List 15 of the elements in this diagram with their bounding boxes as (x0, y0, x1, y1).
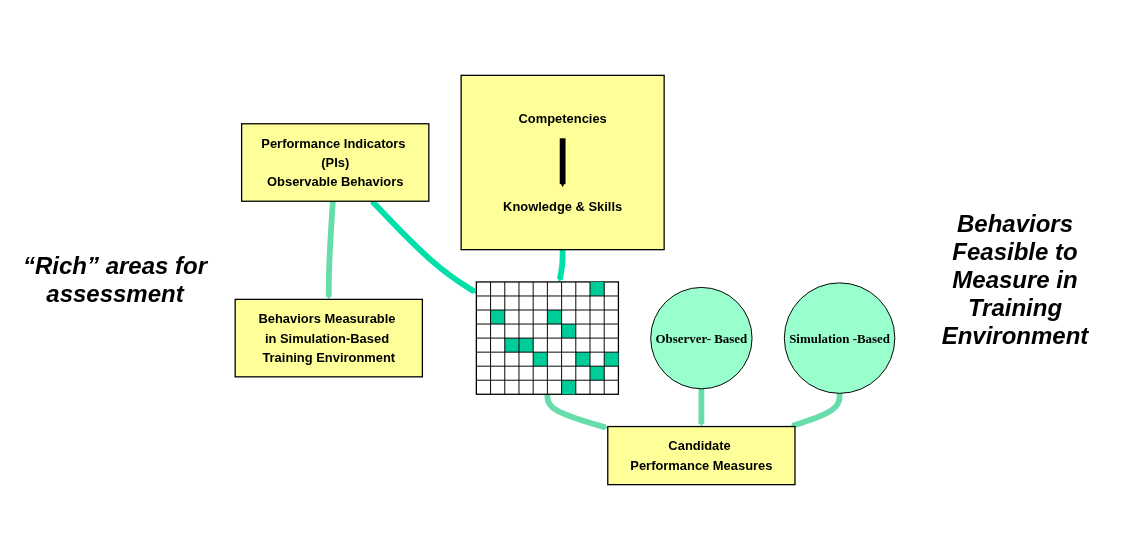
arrow (698, 388, 705, 427)
node-box: Behaviors Measurable in Simulation-Based Training Environment (234, 298, 424, 378)
node-box: Candidate Performance Measures (607, 425, 796, 486)
arrow (370, 199, 477, 294)
arrow (325, 201, 336, 300)
node-text: Competencies (518, 111, 607, 127)
note-text: Behaviors Feasible to Measure in Training Environment (940, 210, 1090, 350)
arrow (556, 249, 566, 283)
node-circle: Observer- Based (650, 286, 753, 390)
cluster (460, 74, 665, 251)
node-text: Knowledge & Skills (503, 198, 623, 214)
arrow (559, 138, 566, 187)
node-box: Performance Indicators (PIs) Observable Behaviors (240, 123, 430, 202)
note-text: “Rich” areas for assessment (21, 252, 209, 308)
node-circle: Simulation -Based (783, 282, 896, 394)
